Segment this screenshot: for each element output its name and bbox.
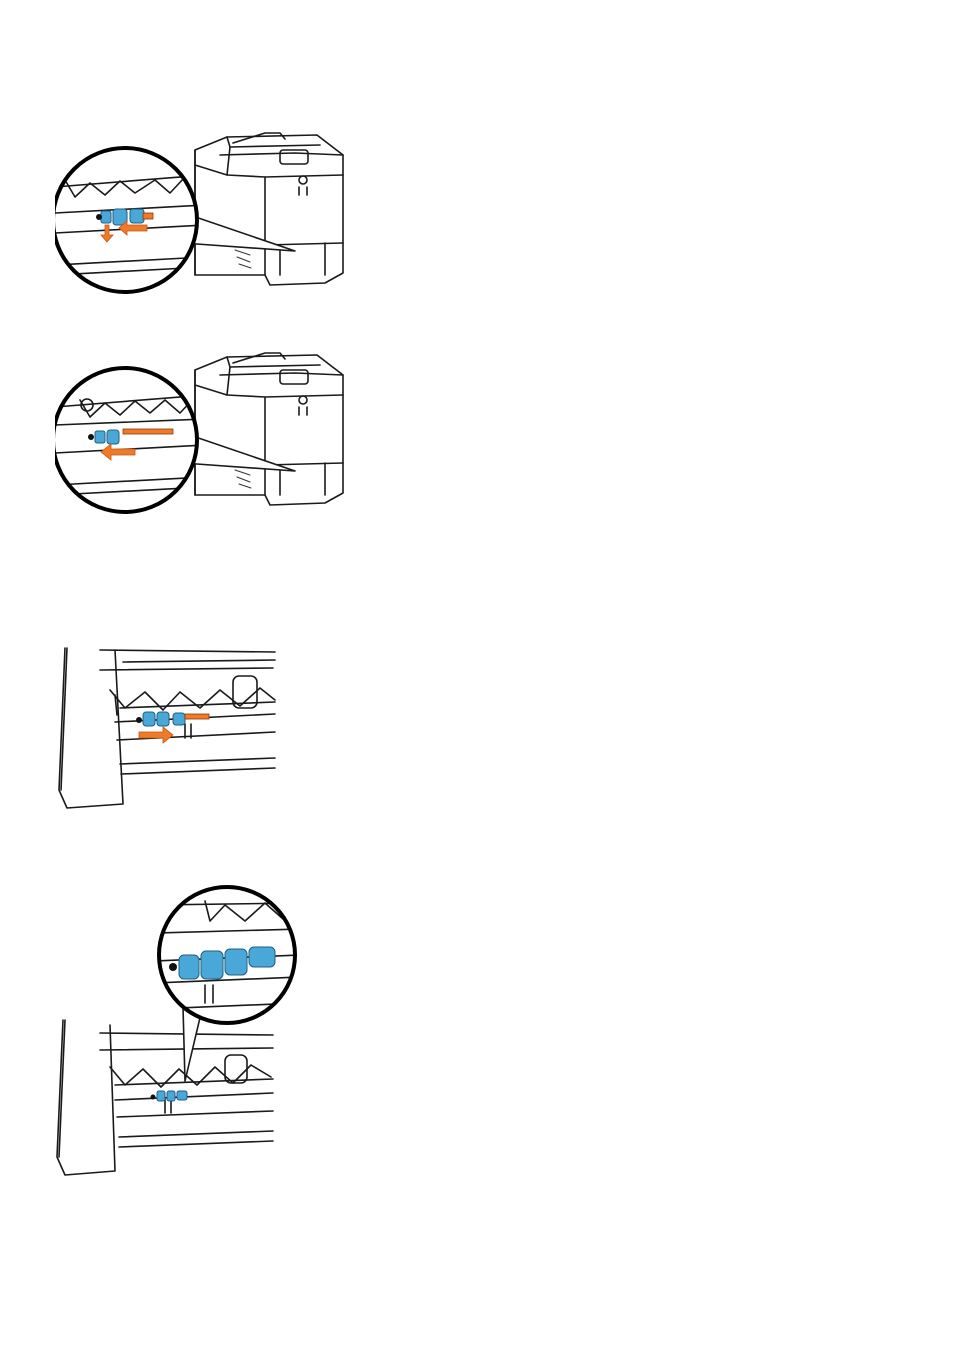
printer-illustration xyxy=(195,353,343,505)
printer-illustration xyxy=(195,133,343,285)
roller-installed-detail-icon xyxy=(55,885,305,1180)
magnifier-detail xyxy=(155,887,300,1023)
printer-pick-roller-slide-out-icon xyxy=(55,345,355,520)
figure-roller-installed xyxy=(55,885,305,1180)
figure-remove-roller-1 xyxy=(55,125,355,300)
figure-install-roller xyxy=(55,640,280,815)
printer-pick-roller-release-icon xyxy=(55,125,355,300)
roller-slide-in-icon xyxy=(55,640,280,815)
magnifier-detail xyxy=(55,148,205,292)
figure-remove-roller-2 xyxy=(55,345,355,520)
magnifier-detail xyxy=(55,368,205,512)
